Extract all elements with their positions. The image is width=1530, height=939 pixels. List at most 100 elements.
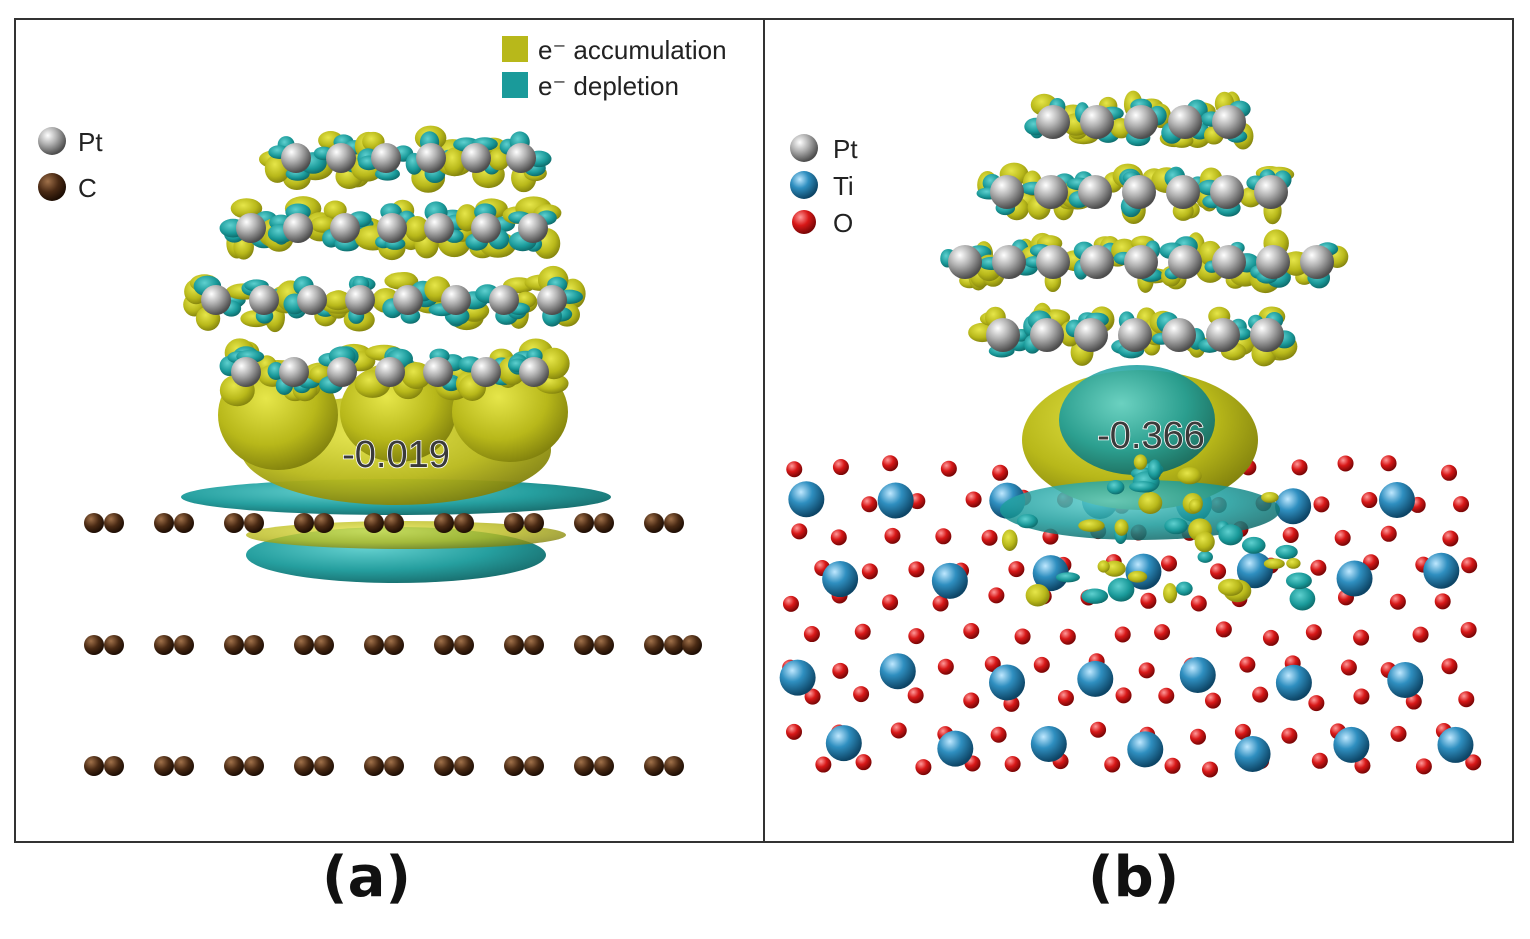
oxygen-atom [1104,756,1121,773]
pt-atom [992,245,1026,279]
oxygen-atom [992,464,1009,481]
pt-legend-atom-icon [790,134,818,162]
titanium-atom [1077,660,1114,697]
depletion-lobe [1289,587,1316,611]
oxygen-atom [882,455,899,472]
accumulation-lobe [1217,578,1244,596]
pt-atom [1212,245,1246,279]
carbon-atom [434,513,454,533]
panel-b-illustration: -0.366 Pt Ti O [779,90,1482,778]
oxygen-atom [786,461,803,478]
oxygen-atom [1337,455,1354,472]
element-legend: Pt C [38,127,103,203]
oxygen-atom [884,527,901,544]
oxygen-atom [1014,628,1031,645]
pt-atom [1080,245,1114,279]
oxygen-atom [1442,530,1459,547]
titanium-atom [822,561,859,598]
oxygen-atom [1311,752,1328,769]
oxygen-atom [1380,525,1397,542]
carbon-atom [244,635,264,655]
pt-atom [330,213,360,243]
titanium-atom [989,664,1026,701]
oxygen-atom [861,496,878,513]
oxygen-atom [1354,757,1371,774]
carbon-atom [224,635,244,655]
carbon-atom [504,756,524,776]
pt-atom [1168,245,1202,279]
depletion-lobe [1129,481,1158,493]
oxygen-atom [1390,725,1407,742]
titanium-atom [788,481,825,518]
pt-atom [1034,175,1068,209]
pt-atom [281,143,311,173]
oxygen-atom [854,623,871,640]
pt-atom [1250,318,1284,352]
oxygen-atom [855,754,872,771]
accumulation-lobe [1263,558,1285,570]
oxygen-atom [1262,629,1279,646]
titanium-atom [1336,560,1373,597]
oxygen-atom [1281,727,1298,744]
carbon-atom [294,756,314,776]
pt-atom [519,357,549,387]
depletion-lobe [1164,517,1188,535]
titanium-atom [825,725,862,762]
oxygen-atom [1161,555,1178,572]
oxygen-atom [1305,624,1322,641]
titanium-atom [779,659,816,696]
oxygen-atom [1033,656,1050,673]
accumulation-lobe [1194,531,1215,553]
titanium-atom [1030,725,1067,762]
oxygen-atom [1115,687,1132,704]
o-legend-label: O [833,208,853,238]
titanium-atom [1387,661,1424,698]
oxygen-atom [1405,693,1422,710]
pt-atom [345,285,375,315]
oxygen-atom [965,491,982,508]
oxygen-atom [1154,624,1171,641]
carbon-atom [524,513,544,533]
carbon-atom [594,756,614,776]
depletion-lobe [1218,524,1243,546]
accumulation-lobe [488,148,510,171]
pt-atom [1122,175,1156,209]
accumulation-lobe [324,290,352,311]
pt-atom [461,143,491,173]
oxygen-atom [1310,559,1327,576]
carbon-atom [644,756,664,776]
oxygen-atom [1458,691,1475,708]
pt-cluster [948,105,1334,352]
accumulation-lobe [1188,498,1203,513]
oxygen-atom [932,595,949,612]
carbon-atom [154,756,174,776]
charge-legend: e⁻ accumulation e⁻ depletion [502,35,727,101]
carbon-atom [664,635,684,655]
element-legend: Pt Ti O [790,134,858,238]
depletion-lobe [1016,514,1038,529]
ti-legend-atom-icon [790,171,818,199]
pt-legend-label: Pt [833,134,858,164]
oxygen-atom [1138,662,1155,679]
pt-atom [948,245,982,279]
carbon-atom [314,756,334,776]
oxygen-atom [815,756,832,773]
carbon-atom [454,756,474,776]
oxygen-atom [1461,557,1478,574]
pt-atom [1118,318,1152,352]
pt-atom [1036,245,1070,279]
accumulation-lobe [1078,519,1105,532]
accumulation-lobe [443,147,466,177]
accumulation-swatch [502,36,528,62]
oxygen-atom [915,759,932,776]
pt-atom [537,285,567,315]
pt-atom [416,143,446,173]
pt-atom [1078,175,1112,209]
titanium-atom [1127,731,1164,768]
depletion-label: e⁻ depletion [538,71,679,101]
oxygen-atom [853,686,870,703]
oxygen-atom [988,587,1005,604]
oxygen-atom [1465,754,1482,771]
oxygen-atom [1412,626,1429,643]
carbon-atom [84,513,104,533]
